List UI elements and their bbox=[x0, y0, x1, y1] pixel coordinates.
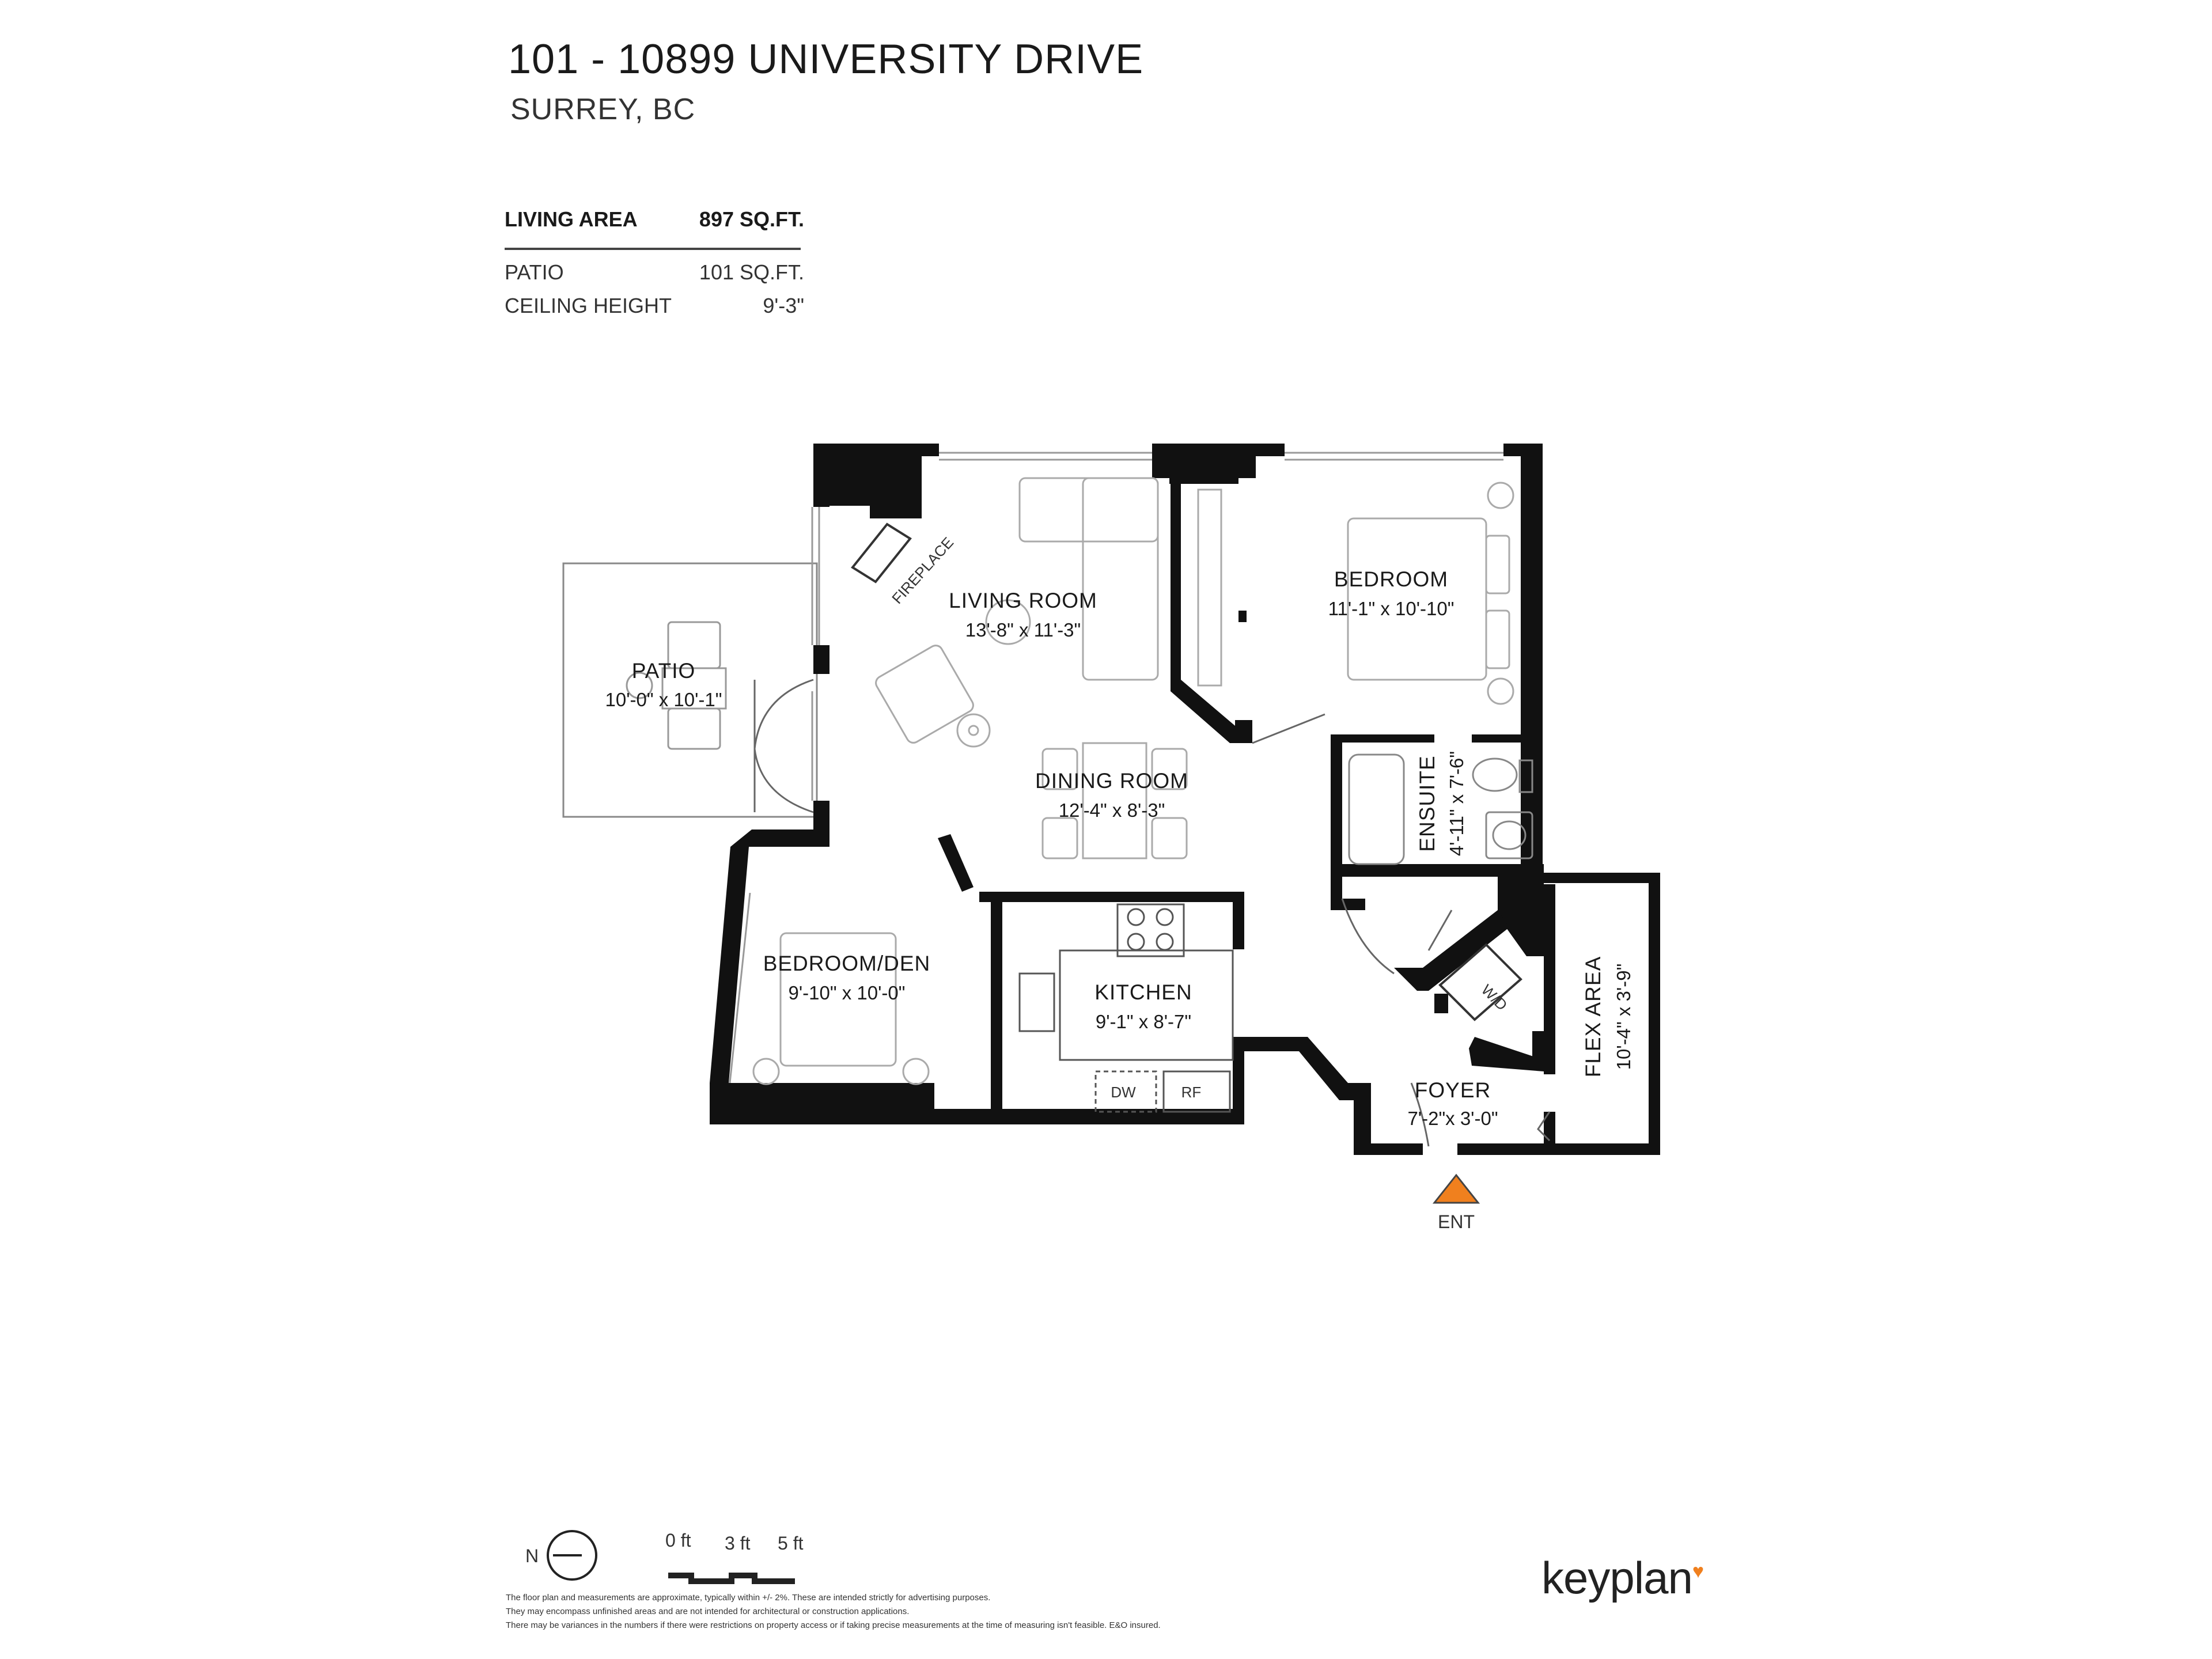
kitchen-fixtures bbox=[1018, 903, 1234, 1113]
ensuite-label: ENSUITE bbox=[1415, 755, 1439, 851]
living-room-label: LIVING ROOM bbox=[949, 589, 1097, 612]
compass-north-label: N bbox=[525, 1546, 539, 1566]
keyplan-logo: keyplan♥ bbox=[1541, 1552, 1704, 1604]
foyer-label: FOYER bbox=[1415, 1078, 1491, 1102]
ensuite-dims: 4'-11" x 7'-6" bbox=[1446, 751, 1467, 856]
stats-divider bbox=[505, 248, 801, 250]
patio-dims: 10'-0" x 10'-1" bbox=[605, 689, 722, 710]
patio-area-value: 101 SQ.FT. bbox=[699, 260, 804, 284]
scale-bar: 0 ft 3 ft 5 ft bbox=[665, 1530, 804, 1584]
fireplace-label: FIREPLACE bbox=[888, 534, 957, 607]
brand-mark-icon: ♥ bbox=[1692, 1560, 1704, 1582]
bedroom-label: BEDROOM bbox=[1334, 567, 1448, 591]
living-area-value: 897 SQ.FT. bbox=[699, 207, 804, 231]
foyer-dims: 7'-2"x 3'-0" bbox=[1407, 1108, 1498, 1129]
ceiling-height-label: CEILING HEIGHT bbox=[505, 294, 672, 317]
living-area-label: LIVING AREA bbox=[505, 207, 638, 231]
bedroom-dims: 11'-1" x 10'-10" bbox=[1328, 598, 1455, 619]
kitchen-dims: 9'-1" x 8'-7" bbox=[1096, 1011, 1191, 1032]
disclaimer: The floor plan and measurements are appr… bbox=[506, 1591, 1370, 1633]
den-furniture bbox=[752, 932, 930, 1085]
fridge-label: RF bbox=[1181, 1084, 1202, 1101]
property-address: 101 - 10899 UNIVERSITY DRIVE bbox=[508, 36, 1144, 82]
ensuite-fixtures bbox=[1348, 753, 1533, 865]
compass-icon: N bbox=[525, 1530, 597, 1581]
living-furniture bbox=[875, 477, 1159, 748]
disclaimer-line: The floor plan and measurements are appr… bbox=[506, 1593, 991, 1603]
disclaimer-line: They may encompass unfinished areas and … bbox=[506, 1607, 910, 1616]
scale-label-3: 3 ft bbox=[725, 1533, 751, 1554]
entrance-label: ENT bbox=[1438, 1211, 1475, 1232]
bedroom-den-dims: 9'-10" x 10'-0" bbox=[789, 982, 906, 1003]
patio-label: PATIO bbox=[632, 659, 696, 683]
living-room-dims: 13'-8" x 11'-3" bbox=[965, 619, 1081, 641]
fireplace: FIREPLACE bbox=[851, 522, 957, 607]
scale-label-0: 0 ft bbox=[665, 1530, 691, 1551]
bedroom-furniture bbox=[1197, 482, 1514, 705]
patio-furniture bbox=[626, 621, 727, 750]
walls bbox=[710, 444, 1660, 1155]
patio-area-label: PATIO bbox=[505, 260, 564, 284]
kitchen-label: KITCHEN bbox=[1094, 980, 1192, 1004]
doors bbox=[753, 679, 1551, 1147]
wd-label: W/D bbox=[1478, 981, 1511, 1014]
dining-room-label: DINING ROOM bbox=[1035, 769, 1188, 793]
dishwasher-label: DW bbox=[1111, 1084, 1136, 1101]
entrance-arrow-icon bbox=[1432, 1173, 1480, 1204]
flex-area-dims: 10'-4" x 3'-9" bbox=[1613, 964, 1634, 1070]
brand-name: keyplan bbox=[1541, 1552, 1693, 1603]
bedroom-den-label: BEDROOM/DEN bbox=[763, 952, 931, 975]
property-city: SURREY, BC bbox=[510, 93, 696, 126]
dining-room-dims: 12'-4" x 8'-3" bbox=[1059, 800, 1165, 821]
dining-furniture bbox=[1041, 742, 1188, 859]
disclaimer-line: There may be variances in the numbers if… bbox=[506, 1620, 1161, 1630]
ceiling-height-value: 9'-3" bbox=[763, 294, 804, 317]
scale-label-5: 5 ft bbox=[778, 1533, 804, 1554]
flex-area-label: FLEX AREA bbox=[1581, 956, 1605, 1078]
patio-outline bbox=[562, 562, 818, 818]
